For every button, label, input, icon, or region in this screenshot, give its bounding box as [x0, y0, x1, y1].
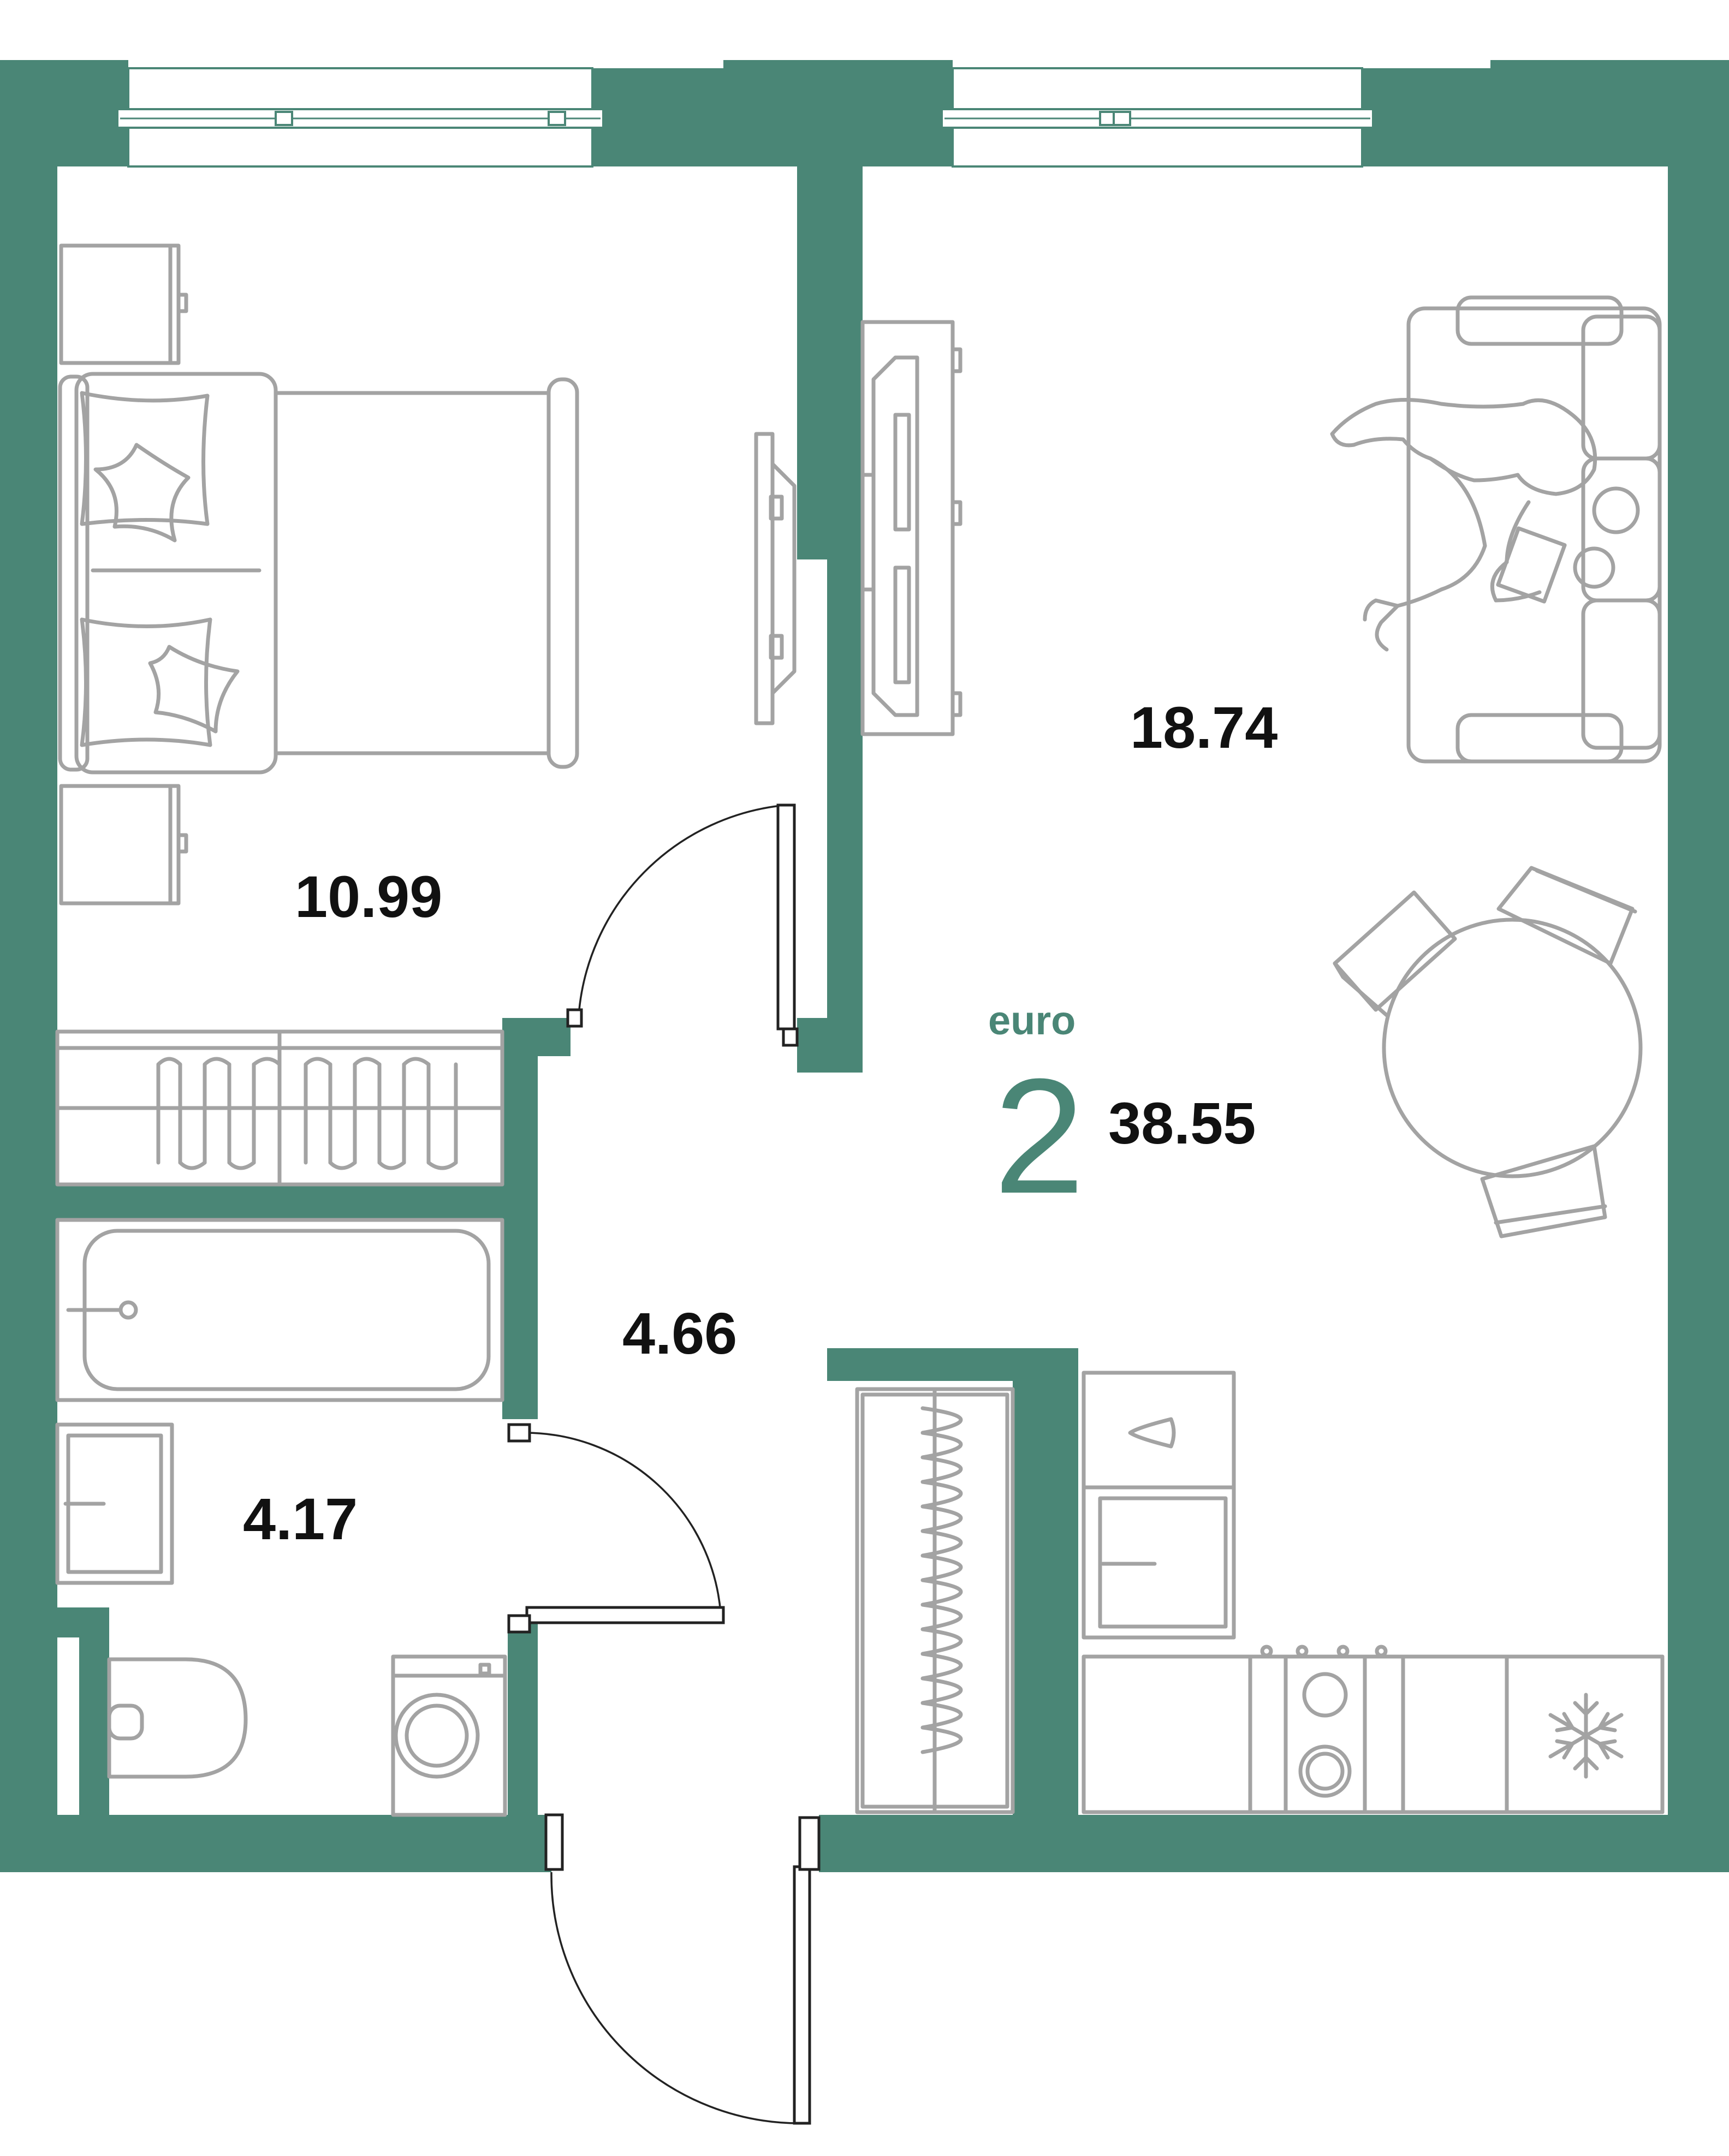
wall-bedroom-bath	[57, 1184, 538, 1220]
tv-unit-icon	[860, 320, 962, 736]
door-entrance-icon	[544, 1813, 821, 2125]
tv-bedroom-icon	[754, 432, 797, 725]
wall-top-right-cap	[1490, 60, 1729, 82]
window-living-icon	[941, 67, 1374, 168]
sink-icon	[55, 1422, 174, 1585]
wardrobe-hall-icon	[855, 1387, 1015, 1814]
kitchen-furniture	[855, 1371, 1665, 1814]
wall-toilet-niche	[79, 1607, 109, 1818]
sofa-icon	[1406, 295, 1662, 764]
total-area: 38.55	[1108, 1090, 1256, 1156]
nightstand-top-icon	[59, 243, 188, 365]
washing-machine-icon	[391, 1654, 507, 1817]
area-hallway: 4.66	[622, 1300, 737, 1366]
wall-top-left-corner	[0, 60, 128, 166]
bedroom-furniture	[55, 243, 797, 1187]
bed-icon	[58, 372, 579, 775]
doors	[507, 803, 821, 2125]
wall-bedroom-living-lower	[827, 559, 863, 1073]
windows	[116, 67, 1374, 168]
wall-bottom-left	[0, 1815, 551, 1872]
wall-hall-left-lower	[508, 1616, 538, 1834]
living-furniture	[860, 295, 1662, 1238]
wardrobe-bedroom-icon	[55, 1029, 504, 1187]
window-bedroom-icon	[116, 67, 604, 168]
door-bathroom-icon	[507, 1423, 725, 1634]
area-bedroom: 10.99	[295, 863, 442, 930]
bathtub-icon	[55, 1218, 504, 1402]
wall-kitchen-side	[1013, 1348, 1078, 1872]
wall-right	[1668, 82, 1729, 1872]
wall-door-jamb-right	[819, 1818, 835, 1850]
pillow-icon	[80, 391, 240, 747]
wall-bedroom-stub	[797, 1018, 863, 1073]
nightstand-bottom-icon	[59, 784, 188, 906]
layout-tag: euro	[988, 998, 1076, 1043]
wall-left	[0, 60, 57, 1872]
area-living-kitchen: 18.74	[1130, 694, 1278, 760]
snowflake-icon	[1548, 1693, 1624, 1779]
fridge-icon	[1505, 1654, 1665, 1814]
stove-icon	[1298, 1672, 1352, 1798]
wall-bottom-right	[819, 1815, 1729, 1872]
bathroom-furniture	[55, 1218, 507, 1817]
kitchen-sink-icon	[1082, 1371, 1236, 1640]
door-bedroom-icon	[566, 803, 799, 1047]
wall-top-middle-cap	[723, 60, 953, 82]
area-bathroom: 4.17	[243, 1486, 358, 1552]
chair-icon	[1333, 866, 1637, 1238]
wall-top-middle	[592, 68, 953, 166]
toilet-icon	[107, 1657, 248, 1779]
dining-table-icon	[1382, 918, 1643, 1178]
labels: 10.99 18.74 4.66 4.17 euro 2 38.55	[243, 694, 1278, 1552]
walls	[0, 60, 1729, 1872]
rooms-count: 2	[994, 1044, 1085, 1228]
wall-bedroom-living-upper	[797, 166, 863, 559]
people-icon	[1330, 398, 1640, 652]
